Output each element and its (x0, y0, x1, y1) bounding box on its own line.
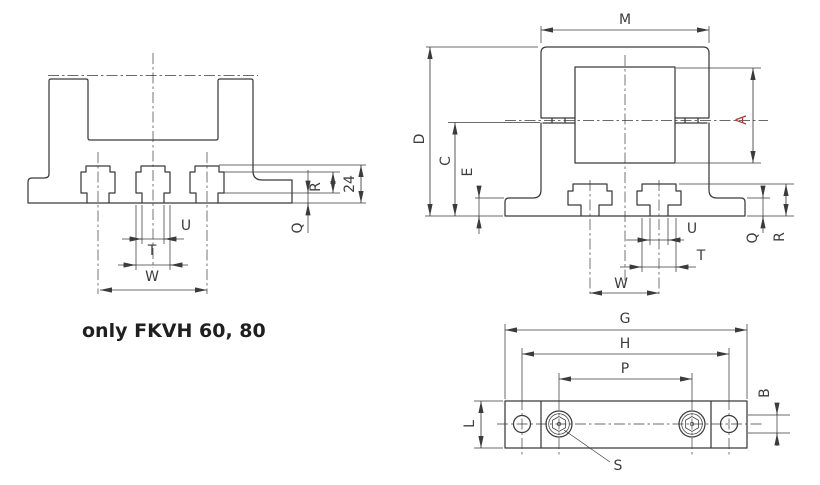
left-section-view: R 24 Q U T W only FKVH 60, 80 (27, 53, 366, 342)
dim-label-u: U (687, 221, 697, 237)
dim-label-e: E (460, 168, 476, 177)
centerlines (48, 53, 258, 294)
centerlines (497, 399, 762, 456)
dim-label-w: W (145, 269, 159, 285)
dim-label-h: H (620, 336, 631, 352)
plate-outline (504, 400, 748, 449)
dim-label-g: G (620, 311, 631, 327)
dim-label-t: T (696, 248, 706, 264)
dim-label-t: T (147, 243, 157, 259)
hex-socket (685, 416, 699, 432)
view-caption: only FKVH 60, 80 (82, 320, 266, 342)
bracket-outline (27, 78, 293, 204)
t-slot-profiles (567, 183, 682, 217)
bottom-view: G H P L B S (462, 311, 790, 474)
extension-lines (474, 324, 790, 449)
dim-label-r: R (772, 232, 788, 242)
dim-label-u: U (181, 218, 191, 234)
dim-label-a: A (734, 115, 750, 125)
dim-label-q: Q (290, 222, 306, 233)
upper-block-outline (540, 46, 710, 119)
dim-label-d: D (412, 134, 428, 145)
dim-label-b: B (757, 388, 773, 398)
hex-socket (552, 416, 566, 432)
right-section-view: M D C E A Q R U T W (412, 12, 794, 296)
dim-label-p: P (621, 361, 629, 377)
dim-label-l: L (462, 420, 478, 428)
centerlines (505, 55, 768, 296)
dim-label-s: S (614, 458, 623, 474)
dim-label-m: M (619, 12, 631, 28)
dim-label-24: 24 (342, 175, 358, 193)
inner-cavity (574, 66, 676, 164)
extension-lines (425, 26, 794, 272)
dim-label-r: R (308, 182, 324, 192)
s-leader-line (563, 429, 611, 463)
dim-label-w: W (614, 276, 628, 292)
t-slot-profiles (80, 165, 225, 204)
dim-label-q: Q (745, 232, 761, 243)
dim-label-c: C (438, 156, 454, 166)
